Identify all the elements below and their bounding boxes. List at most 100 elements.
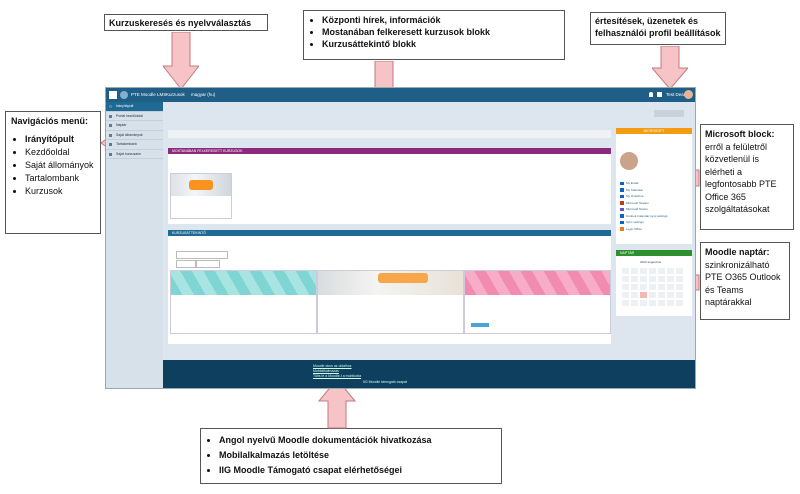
menu-toggle-button[interactable] (109, 91, 117, 99)
annotation-nav-item: Tartalombank (25, 172, 95, 185)
microsoft-link[interactable]: My OneDrive (620, 193, 668, 200)
calendar-block: 2022 augusztus (616, 256, 692, 316)
avatar[interactable] (684, 90, 693, 99)
calendar-day-cell[interactable] (658, 268, 665, 274)
course-card[interactable] (317, 270, 464, 334)
footer-docs-link[interactable]: Moodle docs az oldalhoz (313, 364, 352, 368)
calendar-day-cell[interactable] (667, 268, 674, 274)
calendar-day-cell[interactable] (640, 300, 647, 306)
annotation-notifications: értesítések, üzenetek és felhasználói pr… (590, 12, 726, 45)
sidebar: Irányítópult Portál kezdőoldal Naptár Sa… (106, 102, 163, 388)
recent-course-card[interactable] (170, 173, 232, 219)
calendar-day-cell[interactable] (676, 300, 683, 306)
course-card[interactable] (170, 270, 317, 334)
course-badge (471, 323, 489, 327)
calendar-day-cell[interactable] (658, 300, 665, 306)
sidebar-item-calendar[interactable]: Naptár (106, 121, 163, 131)
calendar-day-cell[interactable] (649, 284, 656, 290)
moodle-topbar: PTE Moodle LMS Kurzusok magyar (hu) Test… (106, 88, 695, 102)
calendar-day-cell[interactable] (676, 284, 683, 290)
calendar-day-cell[interactable] (622, 300, 629, 306)
annotation-microsoft: Microsoft block: erről a felületről közv… (700, 124, 794, 230)
annotation-central-item: Mostanában felkeresett kurzusok blokk (322, 26, 560, 38)
microsoft-link[interactable]: My Email (620, 180, 668, 187)
microsoft-link-label: Outlook Calendar sync settings (626, 213, 668, 218)
calendar-day-cell[interactable] (622, 268, 629, 274)
calendar-day-cell[interactable] (667, 276, 674, 282)
calendar-day-cell[interactable] (640, 276, 647, 282)
course-overview-header: KURZUSÁTTEKINTŐ (168, 230, 611, 236)
calendar-day-cell[interactable] (622, 292, 629, 298)
sidebar-item-content-bank[interactable]: Tartalombank (106, 140, 163, 150)
nav-courses-link[interactable]: Kurzusok (166, 92, 185, 97)
calendar-day-cell[interactable] (631, 300, 638, 306)
microsoft-app-icon (620, 188, 624, 192)
course-image (171, 271, 316, 295)
microsoft-link[interactable]: My Calendar (620, 187, 668, 194)
calendar-day-cell[interactable] (640, 284, 647, 290)
annotation-calendar-title: Moodle naptár: (705, 247, 770, 257)
overview-view-dropdown[interactable] (196, 260, 220, 268)
annotation-nav-item: Irányítópult (25, 133, 95, 146)
footer-support-contact: IIG Moodle támogató csapat (363, 380, 407, 384)
microsoft-app-icon (620, 207, 624, 211)
calendar-day-cell[interactable] (622, 284, 629, 290)
message-icon[interactable] (657, 92, 662, 97)
calendar-day-cell[interactable] (649, 300, 656, 306)
sidebar-item-home[interactable]: Portál kezdőoldal (106, 112, 163, 121)
calendar-day-cell[interactable] (649, 276, 656, 282)
footer-mobile-link[interactable]: Mobilalkalmazás (313, 369, 339, 373)
calendar-day-cell[interactable] (658, 284, 665, 290)
course-card[interactable] (464, 270, 611, 334)
calendar-day-cell[interactable] (631, 292, 638, 298)
annotation-microsoft-text: erről a felületről közvetlenül is elérhe… (705, 141, 777, 215)
annotation-nav-title: Navigációs menü: (11, 116, 89, 126)
calendar-day-cell[interactable] (631, 284, 638, 290)
calendar-day-cell[interactable] (631, 268, 638, 274)
calendar-day-cell[interactable] (640, 292, 647, 298)
calendar-day-cell[interactable] (622, 276, 629, 282)
annotation-notifications-text: értesítések, üzenetek és felhasználói pr… (595, 16, 721, 38)
calendar-day-cell[interactable] (667, 284, 674, 290)
microsoft-link[interactable]: Sync settings (620, 219, 668, 226)
customize-page-button[interactable] (654, 110, 684, 117)
annotation-calendar: Moodle naptár: szinkronizálható PTE O365… (700, 242, 790, 320)
annotation-nav: Navigációs menü: Irányítópult Kezdőoldal… (5, 111, 101, 234)
user-name[interactable]: Test Dean (666, 92, 687, 97)
site-name[interactable]: PTE Moodle LMS (131, 92, 167, 97)
microsoft-link-label: My Email (626, 181, 639, 185)
calendar-day-cell[interactable] (658, 292, 665, 298)
calendar-day-cell[interactable] (667, 292, 674, 298)
annotation-footer-item: Mobilalkalmazás letöltése (219, 448, 497, 463)
calendar-day-cell[interactable] (640, 268, 647, 274)
calendar-day-cell[interactable] (658, 276, 665, 282)
microsoft-link[interactable]: Login Office (620, 226, 668, 233)
moodle-screenshot: PTE Moodle LMS Kurzusok magyar (hu) Test… (105, 87, 696, 389)
microsoft-link[interactable]: Microsoft Stream (620, 200, 668, 207)
calendar-day-cell[interactable] (676, 268, 683, 274)
calendar-day-cell[interactable] (631, 276, 638, 282)
calendar-month: 2022 augusztus (640, 260, 662, 264)
sidebar-item-my-courses[interactable]: Saját kurzusaim (106, 150, 163, 159)
sidebar-item-files[interactable]: Saját állományok (106, 131, 163, 140)
sidebar-item-dashboard[interactable]: Irányítópult (106, 102, 163, 112)
notification-bell-icon[interactable] (649, 92, 653, 97)
microsoft-link-label: Microsoft Stream (626, 200, 649, 205)
calendar-day-cell[interactable] (676, 292, 683, 298)
footer-app-link[interactable]: Tölts le a Moodle-t a mobilodra (313, 374, 362, 378)
overview-filter-dropdown[interactable] (176, 251, 228, 259)
course-image (171, 174, 231, 196)
calendar-day-cell[interactable] (676, 276, 683, 282)
calendar-day-cell[interactable] (649, 268, 656, 274)
annotation-nav-item: Kurzusok (25, 185, 95, 198)
calendar-grid (622, 268, 686, 308)
calendar-day-cell[interactable] (667, 300, 674, 306)
microsoft-link[interactable]: Microsoft Teams (620, 206, 668, 213)
language-selector[interactable]: magyar (hu) (191, 92, 216, 97)
microsoft-link-label: Sync settings (626, 220, 644, 224)
recent-courses-header: MOSTANÁBAN FELKERESETT KURZUSOK (168, 148, 611, 154)
calendar-day-cell[interactable] (649, 292, 656, 298)
overview-sort-dropdown[interactable] (176, 260, 196, 268)
microsoft-link[interactable]: Outlook Calendar sync settings (620, 213, 668, 220)
